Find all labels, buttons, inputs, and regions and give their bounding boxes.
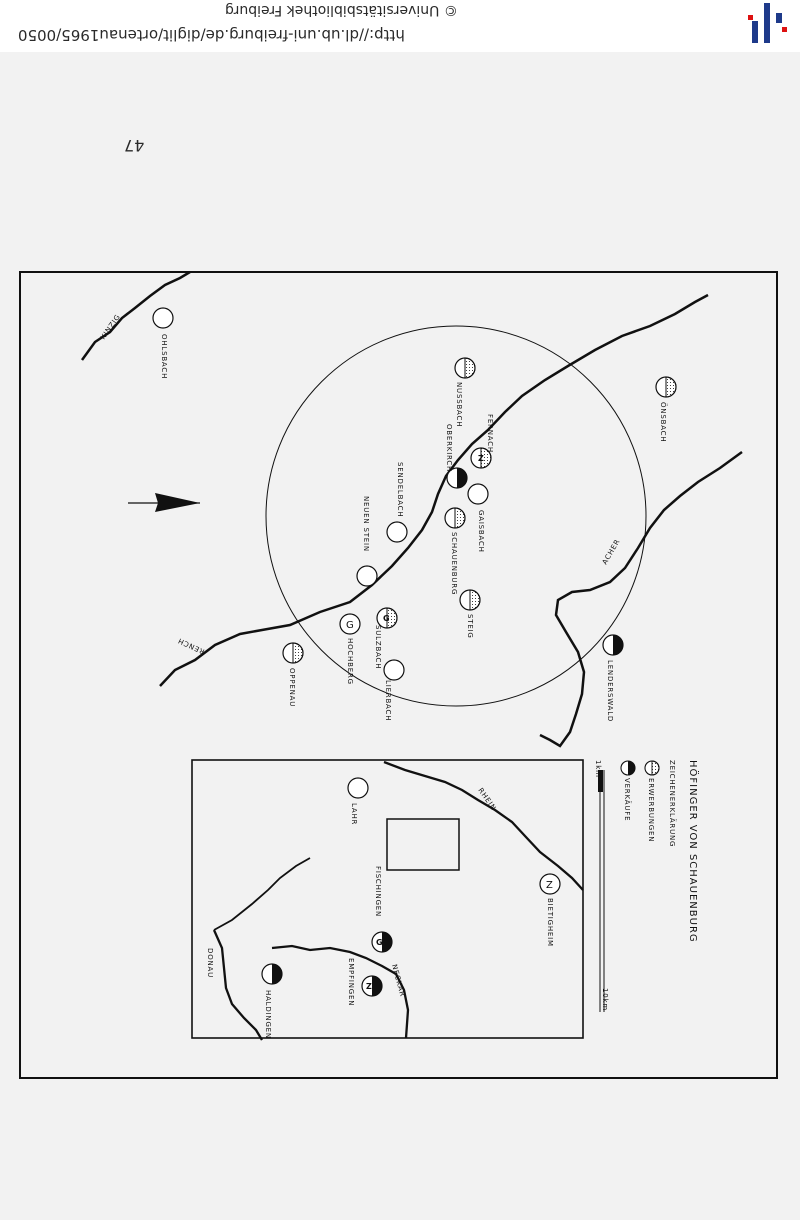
place-symbol-bietigheim: Z bbox=[539, 873, 561, 895]
place-symbol-lenderswald bbox=[602, 634, 624, 656]
river-label-kinzig: KINZIG bbox=[99, 313, 122, 341]
legend-sale-icon bbox=[620, 760, 636, 776]
place-symbol-oppenau bbox=[282, 642, 304, 664]
place-label-empfingen: EMPFINGEN bbox=[347, 958, 355, 1006]
map-title: HÖFINGER VON SCHAUENBURG bbox=[687, 760, 700, 943]
fernach-letter: Z bbox=[478, 454, 485, 463]
place-label-sendelbach: SENDELBACH bbox=[396, 462, 404, 517]
river-donau bbox=[212, 929, 263, 1041]
legend-heading: ZEICHENERKLÄRUNG bbox=[668, 760, 677, 847]
map-frame bbox=[19, 271, 778, 1079]
river-donau-branch bbox=[213, 857, 311, 931]
river-rhein bbox=[383, 760, 584, 891]
river-neckar bbox=[271, 944, 410, 1039]
hochberg-letter: G bbox=[346, 620, 355, 631]
place-symbol-nussbach bbox=[454, 357, 476, 379]
place-label-nussbach: NUSSBACH bbox=[455, 382, 463, 427]
scale-bar bbox=[598, 770, 605, 1012]
place-label-oberkirch: OBERKIRCH bbox=[445, 424, 453, 472]
river-label-donau: DONAU bbox=[206, 948, 214, 978]
place-symbol-neuen-stein bbox=[386, 521, 408, 543]
place-symbol-schauenburg bbox=[444, 507, 466, 529]
place-label-oppenau: OPPENAU bbox=[288, 668, 296, 707]
place-label-onsbach: ÖNSBACH bbox=[659, 402, 668, 442]
scale-label-start: 1km bbox=[594, 760, 602, 778]
place-symbol-onsbach bbox=[655, 376, 677, 398]
place-symbol-sulzbach: G bbox=[376, 607, 398, 629]
place-symbol-fernach: Z bbox=[470, 447, 492, 469]
place-label-lahr: LAHR bbox=[350, 803, 358, 825]
place-symbol-lierbach bbox=[383, 659, 405, 681]
north-arrow-icon bbox=[128, 493, 200, 512]
river-label-rench: RENCH bbox=[176, 636, 205, 655]
radius-circle bbox=[265, 325, 647, 707]
place-label-sulzbach: SULZBACH bbox=[374, 625, 382, 669]
river-label-rhein: RHEIN bbox=[476, 787, 497, 813]
sulzbach-letter: G bbox=[383, 614, 390, 623]
detail-area-box bbox=[386, 818, 460, 871]
place-label-lierbach: LIERBACH bbox=[384, 680, 392, 721]
scale-label-end: 10km bbox=[601, 988, 609, 1011]
inset-map-frame bbox=[191, 759, 584, 1039]
place-label-neuen-stein: NEUEN STEIN bbox=[362, 496, 370, 552]
bietigheim-letter: Z bbox=[546, 880, 554, 891]
place-label-gaisbach: GAISBACH bbox=[477, 510, 485, 553]
place-symbol-sendelbach bbox=[356, 565, 378, 587]
place-label-fischingen: FISCHINGEN bbox=[374, 866, 382, 917]
place-symbol-lahr bbox=[347, 777, 369, 799]
place-symbol-oberkirch bbox=[446, 467, 468, 489]
empfingen-letter: Z bbox=[366, 982, 373, 991]
river-label-acher: ACHER bbox=[601, 538, 622, 566]
place-symbol-hochberg: G bbox=[339, 613, 361, 635]
river-kinzig bbox=[80, 270, 191, 361]
legend-label-acquisitions: ERWERBUNGEN bbox=[647, 778, 655, 842]
place-symbol-haldingen bbox=[261, 963, 283, 985]
place-symbol-empfingen: Z bbox=[361, 975, 383, 997]
place-symbol-ohlsbach bbox=[152, 307, 174, 329]
river-acher bbox=[539, 450, 743, 748]
legend-acquisition-icon bbox=[644, 760, 660, 776]
place-label-lenderswald: LENDERSWALD bbox=[606, 660, 614, 722]
place-label-ohlsbach: OHLSBACH bbox=[160, 334, 168, 379]
place-label-hochberg: HOCHBERG bbox=[346, 638, 354, 685]
river-label-neckar: NECKAR bbox=[390, 963, 406, 997]
place-label-schauenburg: SCHAUENBURG bbox=[450, 532, 458, 595]
place-symbol-fischingen: G bbox=[371, 931, 393, 953]
place-label-steig: STEIG bbox=[466, 614, 474, 639]
place-symbol-gaisbach bbox=[467, 483, 489, 505]
place-symbol-steig bbox=[459, 589, 481, 611]
place-label-bietigheim: BIETIGHEIM bbox=[546, 898, 554, 947]
fischingen-letter: G bbox=[376, 938, 383, 947]
place-label-fernach: FERNACH bbox=[486, 414, 494, 453]
legend-label-sales: VERKÄUFE bbox=[623, 778, 632, 821]
place-label-haldingen: HALDINGEN bbox=[264, 990, 272, 1039]
river-rench bbox=[159, 293, 709, 687]
header-bar bbox=[0, 0, 800, 52]
ub-freiburg-logo-icon[interactable] bbox=[748, 3, 788, 45]
